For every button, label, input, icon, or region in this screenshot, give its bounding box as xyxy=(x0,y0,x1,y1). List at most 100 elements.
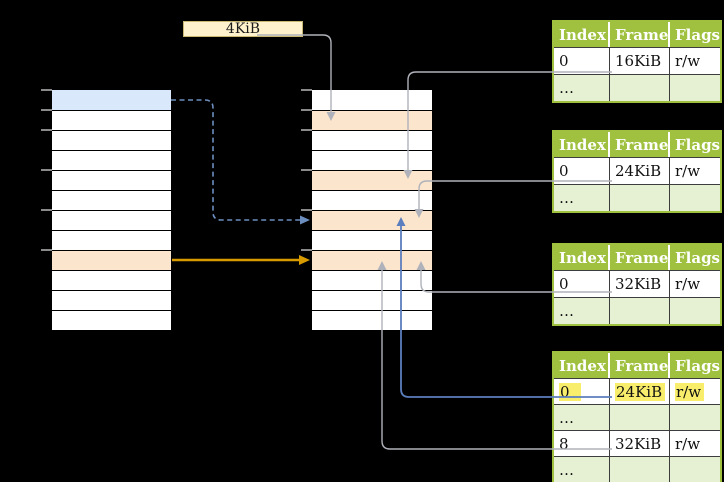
left-stack-row-7 xyxy=(52,230,171,250)
arrowhead-right-icon xyxy=(299,255,310,265)
tick-mark xyxy=(41,89,52,91)
tick-mark xyxy=(41,209,52,211)
arrowhead-right-icon xyxy=(300,215,310,225)
cell: … xyxy=(554,185,610,211)
cell xyxy=(670,457,720,482)
tick-mark xyxy=(41,109,52,111)
page-table-2-row-1: … xyxy=(554,184,720,211)
middle-stack-row-2 xyxy=(312,130,432,150)
cell-text: r/w xyxy=(675,275,701,293)
cell xyxy=(670,75,720,101)
middle-stack-row-10 xyxy=(312,290,432,310)
tick-mark xyxy=(301,129,312,131)
cell-text: r/w xyxy=(675,162,701,180)
page-table-4-row-2: 8 32KiB r/w xyxy=(554,430,720,456)
column-header-flags: Flags xyxy=(675,25,720,44)
cell: … xyxy=(554,405,610,430)
cell: r/w xyxy=(670,158,720,184)
cell-text: 24KiB xyxy=(615,162,662,180)
left-stack-row-2 xyxy=(52,130,171,150)
tick-mark xyxy=(41,169,52,171)
tick-mark xyxy=(41,129,52,131)
cell-text: … xyxy=(559,189,574,207)
cell-text: 0 xyxy=(559,275,569,293)
middle-stack-row-3 xyxy=(312,150,432,170)
cell xyxy=(610,298,670,324)
tick-mark xyxy=(301,209,312,211)
cell xyxy=(610,75,670,101)
cell: … xyxy=(554,298,610,324)
left-stack-row-5 xyxy=(52,190,171,210)
middle-stack-row-6 xyxy=(312,210,432,230)
column-header-index: Index xyxy=(554,245,610,270)
middle-stack-row-9 xyxy=(312,270,432,290)
cell: r/w xyxy=(670,379,720,404)
cell-text: 24KiB xyxy=(615,382,666,401)
cell-text: … xyxy=(559,302,574,320)
cell-text: … xyxy=(559,79,574,97)
middle-stack-row-1 xyxy=(312,110,432,130)
cell xyxy=(670,405,720,430)
frame-size-label-text: 4KiB xyxy=(225,21,261,37)
column-header-frame: Frame xyxy=(610,245,670,270)
cell: 0 xyxy=(554,271,610,297)
left-stack-row-0 xyxy=(52,90,171,110)
arrow-left-blue-to-middle xyxy=(171,99,300,221)
cell-text: 32KiB xyxy=(615,275,662,293)
cell: 0 xyxy=(554,48,610,74)
cell-text: 32KiB xyxy=(615,434,662,453)
middle-stack-row-4 xyxy=(312,170,432,190)
middle-stack-row-11 xyxy=(312,310,432,330)
cell-text: 0 xyxy=(559,162,569,180)
column-header-frame: Frame xyxy=(610,132,670,157)
middle-stack-row-8 xyxy=(312,250,432,270)
cell: 32KiB xyxy=(610,431,670,456)
cell-text: … xyxy=(559,408,574,427)
cell: 24KiB xyxy=(610,158,670,184)
left-stack-table xyxy=(41,89,172,331)
tick-mark xyxy=(301,169,312,171)
left-stack-row-11 xyxy=(52,310,171,330)
left-stack-row-3 xyxy=(52,150,171,170)
left-stack-row-6 xyxy=(52,210,171,230)
tick-mark xyxy=(41,249,52,251)
frame-size-label: 4KiB xyxy=(183,21,303,37)
column-header-index: Index xyxy=(554,132,610,157)
page-table-1-row-0: 0 16KiB r/w xyxy=(554,47,720,74)
column-header-flags: Flags xyxy=(675,248,720,267)
cell-text: … xyxy=(559,460,574,479)
page-table-4-row-3: … xyxy=(554,456,720,482)
column-header-frame: Frame xyxy=(610,22,670,47)
page-table-2-row-0: 0 24KiB r/w xyxy=(554,157,720,184)
cell xyxy=(670,185,720,211)
page-table-4-row-1: … xyxy=(554,404,720,430)
cell: r/w xyxy=(670,431,720,456)
tick-mark xyxy=(301,89,312,91)
cell: 24KiB xyxy=(610,379,670,404)
cell-text: r/w xyxy=(675,52,701,70)
cell: 32KiB xyxy=(610,271,670,297)
column-header-frame: Frame xyxy=(610,353,670,378)
tick-mark xyxy=(301,109,312,111)
left-stack-row-10 xyxy=(52,290,171,310)
cell-text: 16KiB xyxy=(615,52,662,70)
cell-text: r/w xyxy=(675,382,705,401)
tick-mark xyxy=(301,249,312,251)
cell xyxy=(610,405,670,430)
cell: … xyxy=(554,75,610,101)
column-header-flags: Flags xyxy=(675,356,720,375)
cell: 8 xyxy=(554,431,610,456)
left-stack-row-4 xyxy=(52,170,171,190)
middle-stack-row-5 xyxy=(312,190,432,210)
left-stack-row-1 xyxy=(52,110,171,130)
